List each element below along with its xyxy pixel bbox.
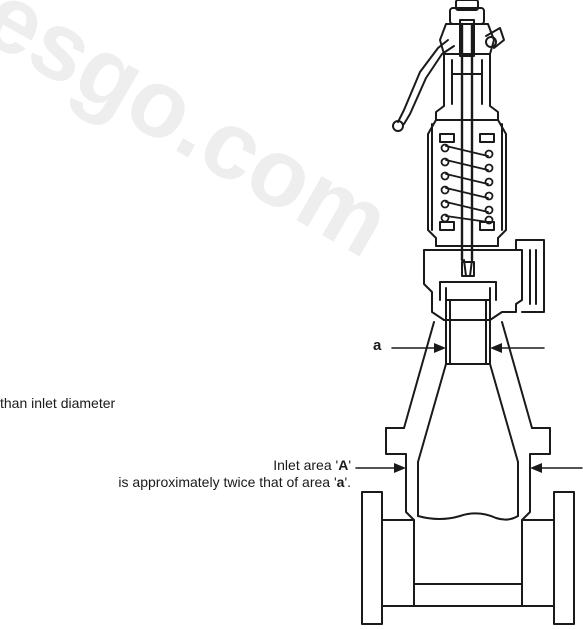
lifting-lever bbox=[392, 0, 505, 132]
valve-body bbox=[423, 239, 545, 321]
lower-body bbox=[361, 461, 575, 625]
spring-housing bbox=[427, 119, 507, 247]
area-a-symbol: a bbox=[336, 474, 345, 490]
inlet-area-caption: Inlet area 'A' bbox=[273, 457, 351, 473]
inlet-diameter-note: than inlet diameter bbox=[0, 395, 116, 411]
bonnet bbox=[435, 53, 499, 121]
approximation-caption: is approximately twice that of area 'a'. bbox=[118, 474, 351, 490]
area-A-symbol: A bbox=[338, 457, 349, 473]
arrowheads bbox=[394, 343, 542, 473]
area-a-label: a bbox=[373, 337, 382, 354]
spring bbox=[440, 143, 494, 225]
inlet-nozzle bbox=[385, 321, 551, 471]
disc-seat bbox=[445, 287, 491, 365]
dimension-arrows bbox=[355, 347, 583, 469]
